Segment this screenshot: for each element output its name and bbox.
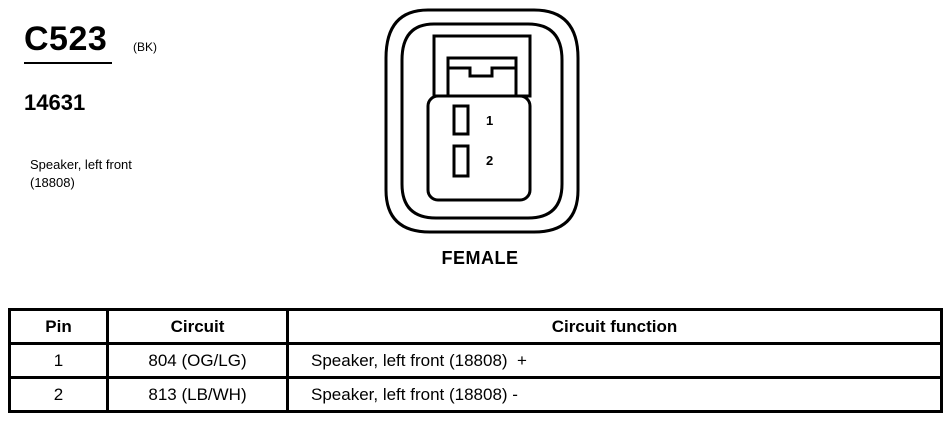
pin-cell: 2	[8, 376, 109, 413]
connector-housing-inner	[400, 22, 564, 220]
locking-tab	[432, 34, 532, 98]
table-row: 2 813 (LB/WH) Speaker, left front (18808…	[8, 376, 943, 413]
locking-tab-notch	[448, 66, 516, 78]
pin-label: 1	[486, 113, 493, 128]
connector-id: C523	[24, 20, 108, 58]
pin-cell: 1	[8, 342, 109, 379]
circuit-cell: 813 (LB/WH)	[106, 376, 289, 413]
column-header-function: Circuit function	[286, 308, 943, 345]
table-header-row: Pin Circuit Circuit function	[8, 308, 943, 345]
column-header-pin: Pin	[8, 308, 109, 345]
description-line: (18808)	[30, 175, 75, 190]
circuit-cell: 804 (OG/LG)	[106, 342, 289, 379]
pin-1-terminal	[452, 104, 470, 136]
pin-cavity-block	[426, 94, 532, 202]
pinout-table: Pin Circuit Circuit function 1 804 (OG/L…	[8, 308, 943, 413]
connector-description: Speaker, left front (18808)	[30, 156, 132, 192]
function-cell: Speaker, left front (18808) +	[286, 342, 943, 379]
connector-color: (BK)	[133, 40, 157, 54]
pin-label: 2	[486, 153, 493, 168]
table-row: 1 804 (OG/LG) Speaker, left front (18808…	[8, 342, 943, 379]
connector-gender-label: FEMALE	[441, 248, 519, 268]
column-header-circuit: Circuit	[106, 308, 289, 345]
part-number: 14631	[24, 90, 86, 115]
description-line: Speaker, left front	[30, 157, 132, 172]
connector-id-underline	[24, 62, 112, 64]
connector-face-diagram: 1 2	[384, 8, 580, 234]
pin-2-terminal	[452, 144, 470, 178]
connector-housing-outer	[384, 8, 580, 234]
function-cell: Speaker, left front (18808) -	[286, 376, 943, 413]
